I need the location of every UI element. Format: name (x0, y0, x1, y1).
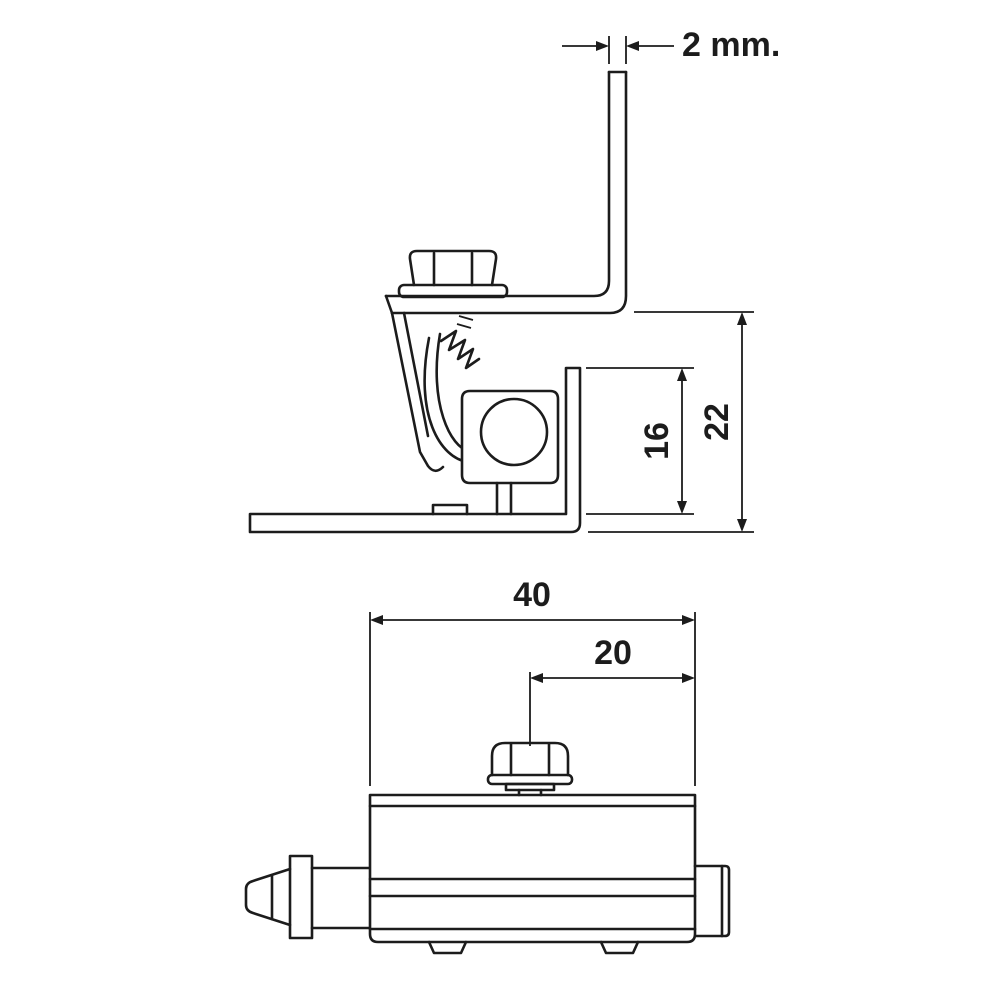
dim-label-bolt-offset: 20 (594, 634, 632, 672)
base-bracket (248, 366, 582, 534)
bracket-plate (384, 70, 628, 315)
dim-label-plate-thickness: 2 mm. (682, 26, 780, 64)
front-view: 40 20 (244, 576, 731, 955)
dim-label-body-width: 40 (513, 576, 551, 614)
dim-overall-height: 22 (588, 311, 754, 533)
hose-barb (244, 854, 372, 940)
clamp-jaw (384, 294, 471, 473)
hex-bolt-side (397, 249, 509, 299)
dim-bolt-offset: 20 (529, 634, 695, 746)
clamp-spring (439, 315, 481, 370)
body-feet (427, 940, 640, 955)
body-outline (368, 793, 697, 955)
side-view: 2 mm. 16 22 (248, 26, 780, 534)
roller-circle (479, 397, 549, 467)
dim-plate-thickness: 2 mm. (562, 26, 780, 64)
right-connector (693, 864, 731, 938)
hex-bolt-front (486, 741, 574, 797)
dim-label-flange-height: 16 (638, 422, 676, 460)
roller-block (431, 389, 560, 516)
dim-flange-height: 16 (586, 367, 694, 515)
dim-label-overall-height: 22 (698, 403, 736, 441)
dim-body-width: 40 (369, 576, 696, 786)
